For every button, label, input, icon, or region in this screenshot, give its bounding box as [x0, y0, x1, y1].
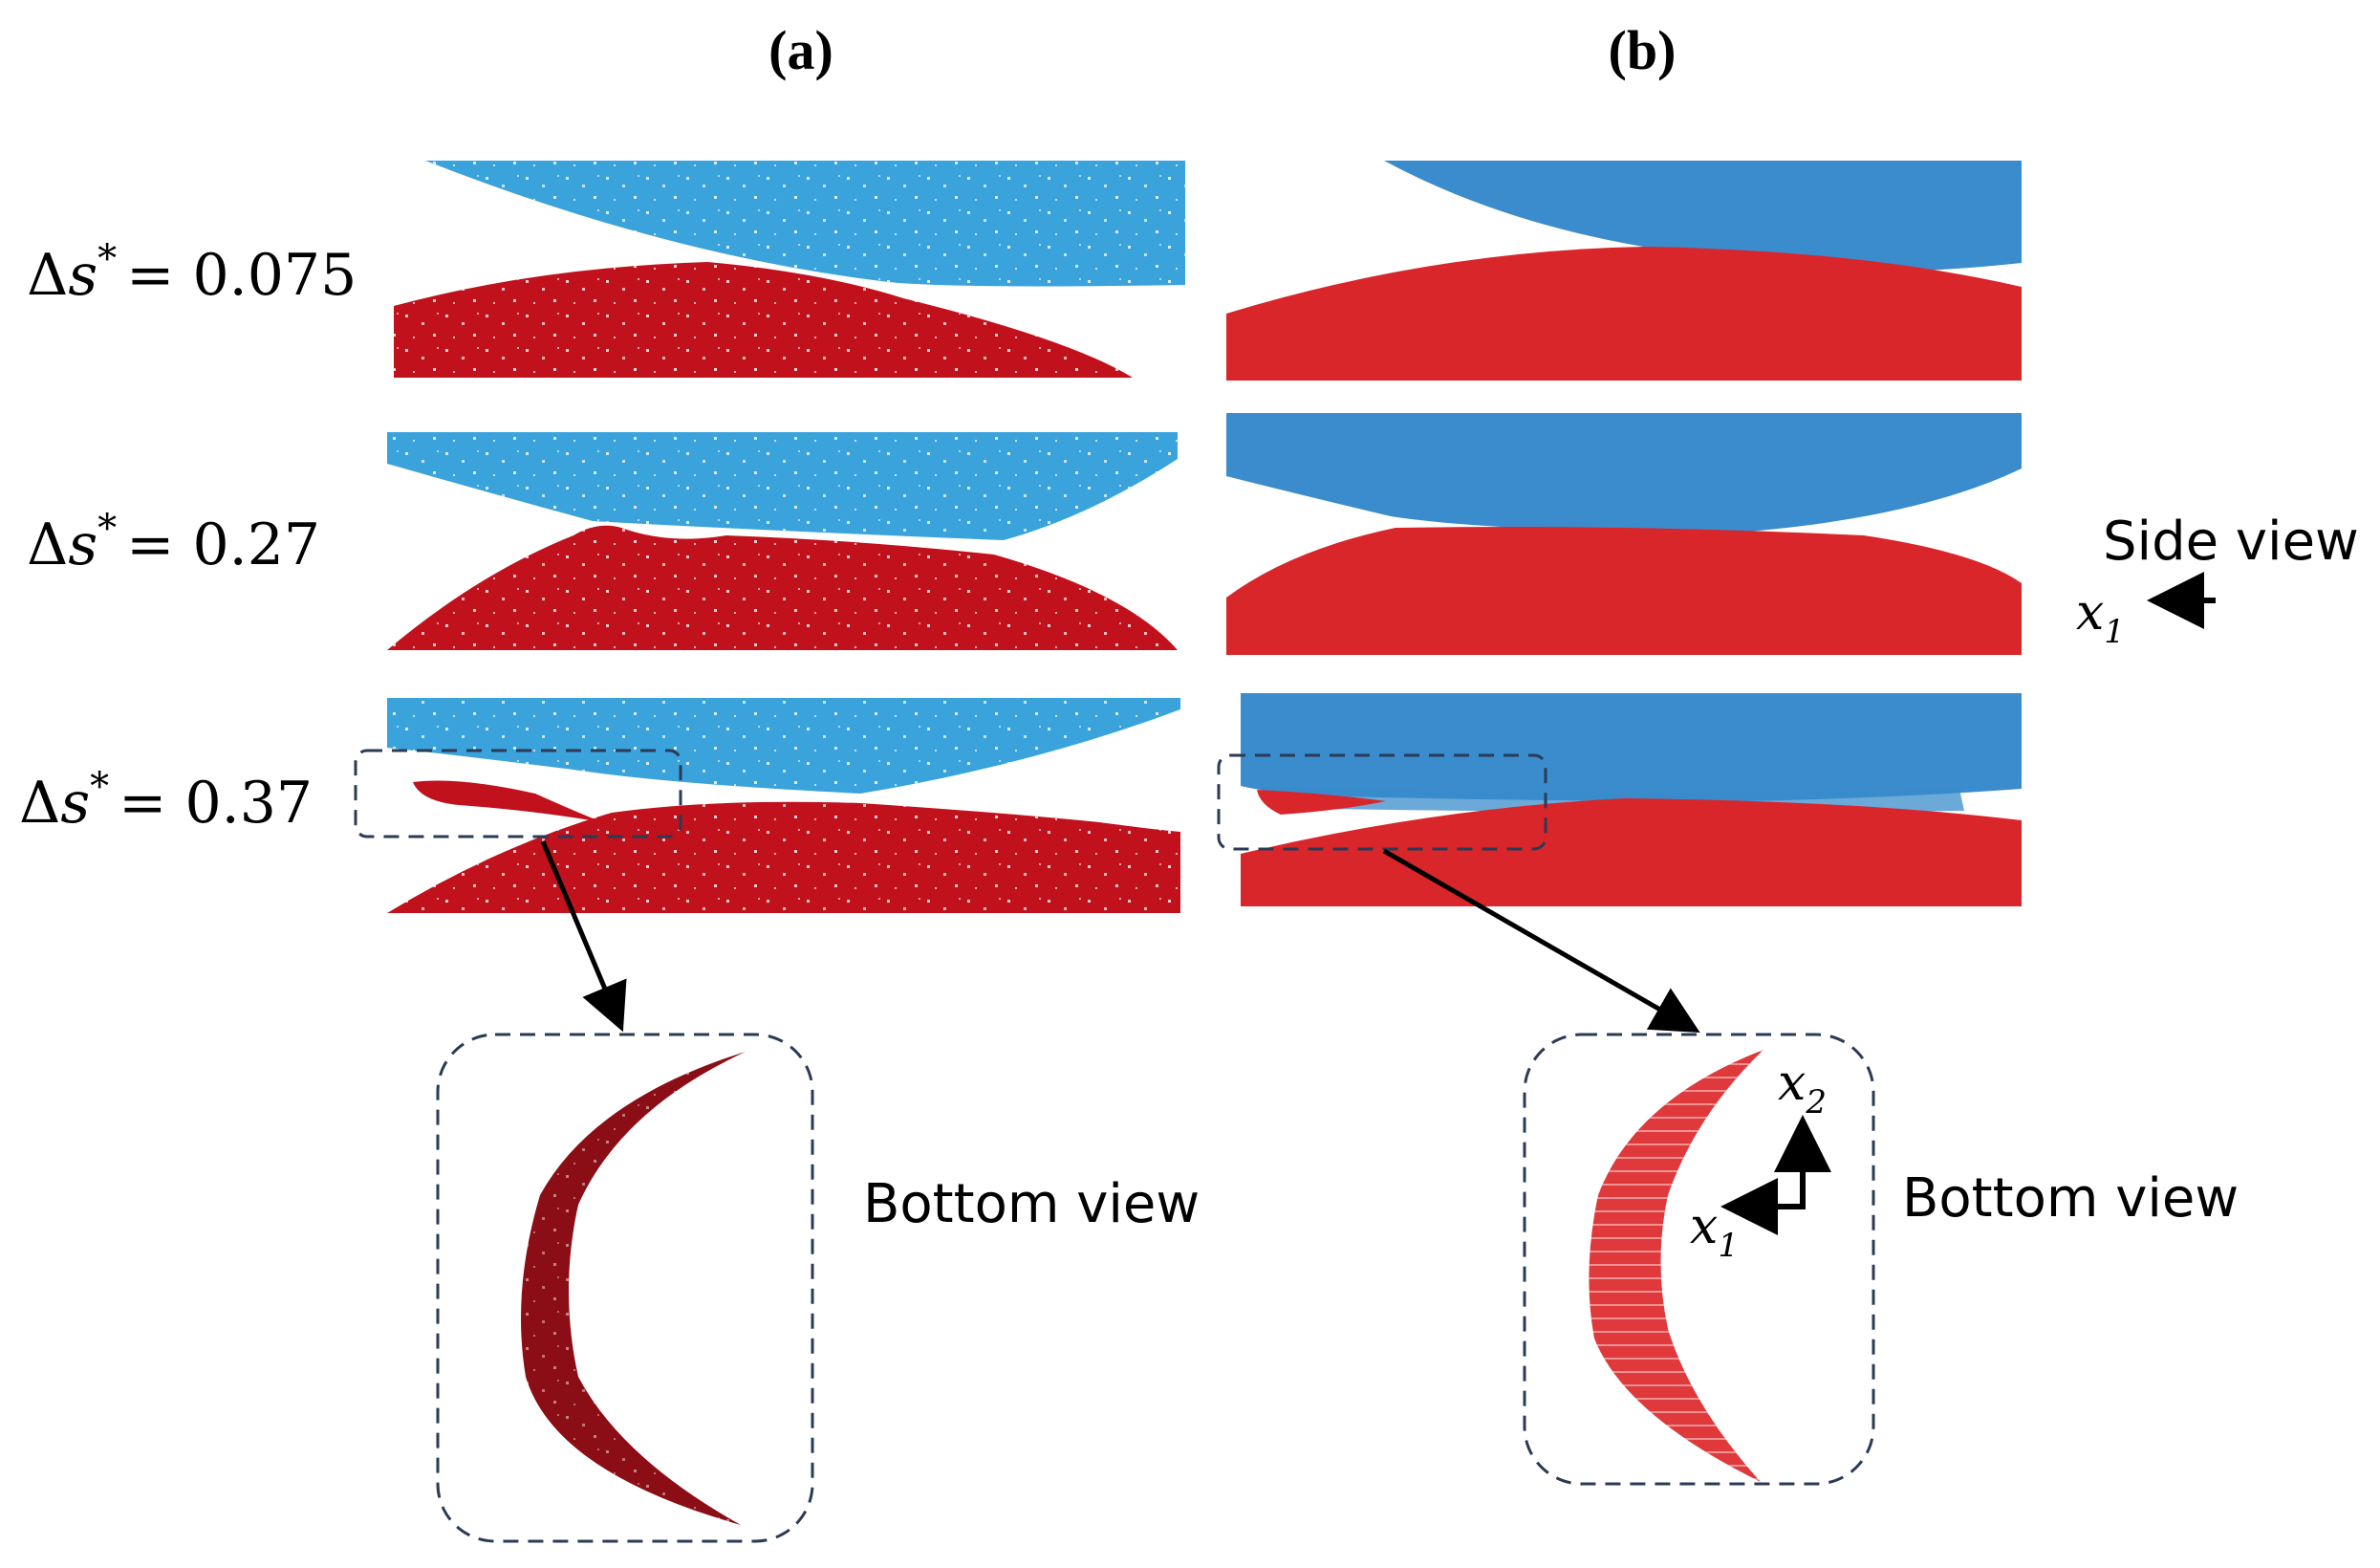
panel-b-row-1 [1226, 161, 2022, 381]
panel-b-row-3-upper-body [1241, 693, 2022, 801]
row-label-3: Δs*= 0.37 [19, 765, 313, 837]
panel-a-zoom-box [354, 749, 682, 838]
panel-b-row-2-lower-body [1226, 527, 2022, 655]
row-label-1: Δs*= 0.075 [27, 237, 357, 309]
panel-b-bottom-view-label: Bottom view [1902, 1167, 2239, 1230]
panel-a-bottom-box [436, 1033, 814, 1543]
panel-b-row-3 [1217, 693, 2022, 906]
row-label-2: Δs*= 0.27 [27, 507, 320, 578]
panel-b-row-1-lower-body [1226, 247, 2022, 381]
panel-a-zoom-arrow [540, 840, 627, 1033]
panel-b-row-3-lower-body [1241, 798, 2022, 906]
panel-a-row-3-debris [413, 780, 602, 822]
panel-b-row-3-debris [1257, 790, 1386, 815]
panel-a-row-3 [354, 698, 1180, 913]
panel-b-row-1-upper-body [1384, 161, 2022, 272]
panel-label-a: (a) [768, 19, 833, 81]
panel-b-row-2-upper-body [1226, 413, 2022, 534]
panel-b-x2-label: x2 [1778, 1055, 1827, 1122]
panel-a-row-2 [387, 432, 1178, 650]
panel-label-b: (b) [1609, 19, 1677, 81]
panel-b-zoom-arrow [1382, 848, 1700, 1033]
panel-b-x1-label: x1 [1690, 1198, 1739, 1265]
panel-b-bottom-view-inset: x2 x1 [1523, 1033, 1875, 1486]
panel-b-row-2 [1226, 413, 2022, 655]
side-view-label: Side view [2103, 511, 2359, 573]
panel-a-bottom-view-inset [436, 1033, 814, 1543]
panel-b-zoom-box [1217, 753, 1547, 851]
panel-a-bottom-view-label: Bottom view [863, 1173, 1200, 1235]
panel-a-row-1 [394, 161, 1185, 378]
side-view-x1-label: x1 [2076, 584, 2125, 651]
